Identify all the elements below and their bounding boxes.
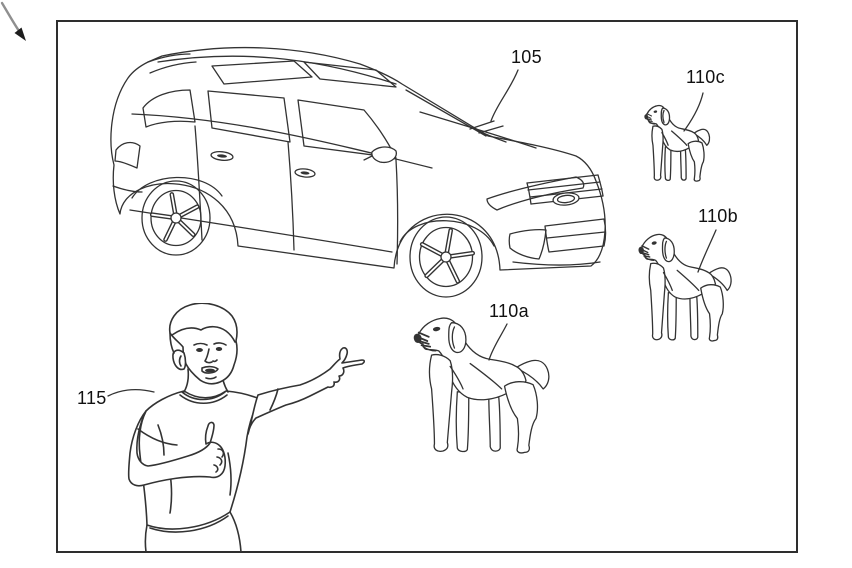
car-headlight xyxy=(486,176,585,211)
person-fist-finger-curls xyxy=(213,448,225,473)
dog-drawing-large xyxy=(414,318,549,453)
pointer-arrow-icon xyxy=(0,1,26,41)
car-rear-wheel xyxy=(141,180,211,256)
car-hood-crease xyxy=(419,111,537,149)
person-pointing-arm xyxy=(247,347,366,435)
person-lower-body xyxy=(144,511,242,552)
label-leader-lines xyxy=(107,69,717,397)
person-ear-inner-line xyxy=(178,355,182,367)
car-body-outline xyxy=(110,46,606,271)
person-chin-crease xyxy=(205,376,217,380)
label-110b: 110b xyxy=(698,206,738,226)
person-nostril xyxy=(212,359,218,363)
car-rear-spoiler-lines xyxy=(147,53,197,74)
person-thumbs-up-arm xyxy=(127,410,227,487)
person-mouth-opening xyxy=(205,368,215,373)
car-windshield-inner-line xyxy=(405,89,487,137)
car-front-wheel xyxy=(409,216,483,298)
car-sunroof-panels xyxy=(211,60,397,88)
leader-110c xyxy=(683,92,704,132)
vehicle-drawing xyxy=(110,46,607,298)
car-quarter-window xyxy=(142,89,196,128)
car-wheel-arch-liners xyxy=(131,176,495,247)
label-115: 115 xyxy=(77,388,107,408)
leader-115 xyxy=(107,389,155,397)
car-roof-drip-line xyxy=(157,55,397,85)
person-left-eye xyxy=(196,348,203,352)
car-front-door-window xyxy=(297,99,397,159)
person-collar xyxy=(179,391,228,405)
person-hairline xyxy=(171,325,236,343)
person-right-sleeve-hem xyxy=(269,388,279,411)
label-110c: 110c xyxy=(686,67,725,87)
car-rear-bumper-line xyxy=(112,185,143,193)
dog-drawing-medium xyxy=(638,234,731,341)
car-emblem xyxy=(552,192,580,206)
person-pointing-drawing xyxy=(127,303,366,552)
car-lower-fascia xyxy=(508,218,607,266)
label-105: 105 xyxy=(511,47,542,67)
person-right-eye xyxy=(215,347,223,351)
person-eyebrows xyxy=(193,342,227,346)
person-nose xyxy=(204,348,213,364)
car-door-seams xyxy=(194,125,399,265)
leader-110a xyxy=(488,323,508,361)
leader-105 xyxy=(490,69,519,122)
person-hair-side-strand xyxy=(169,332,175,354)
person-mouth-outline xyxy=(201,365,219,374)
leader-110b xyxy=(697,229,717,273)
person-left-sleeve-hem xyxy=(137,428,178,446)
car-taillight xyxy=(114,141,141,169)
car-door-handles xyxy=(210,151,316,178)
dog-drawing-small xyxy=(644,106,709,182)
car-side-mirror xyxy=(363,146,397,164)
car-rear-door-window xyxy=(207,90,291,143)
label-110a: 110a xyxy=(489,301,529,321)
